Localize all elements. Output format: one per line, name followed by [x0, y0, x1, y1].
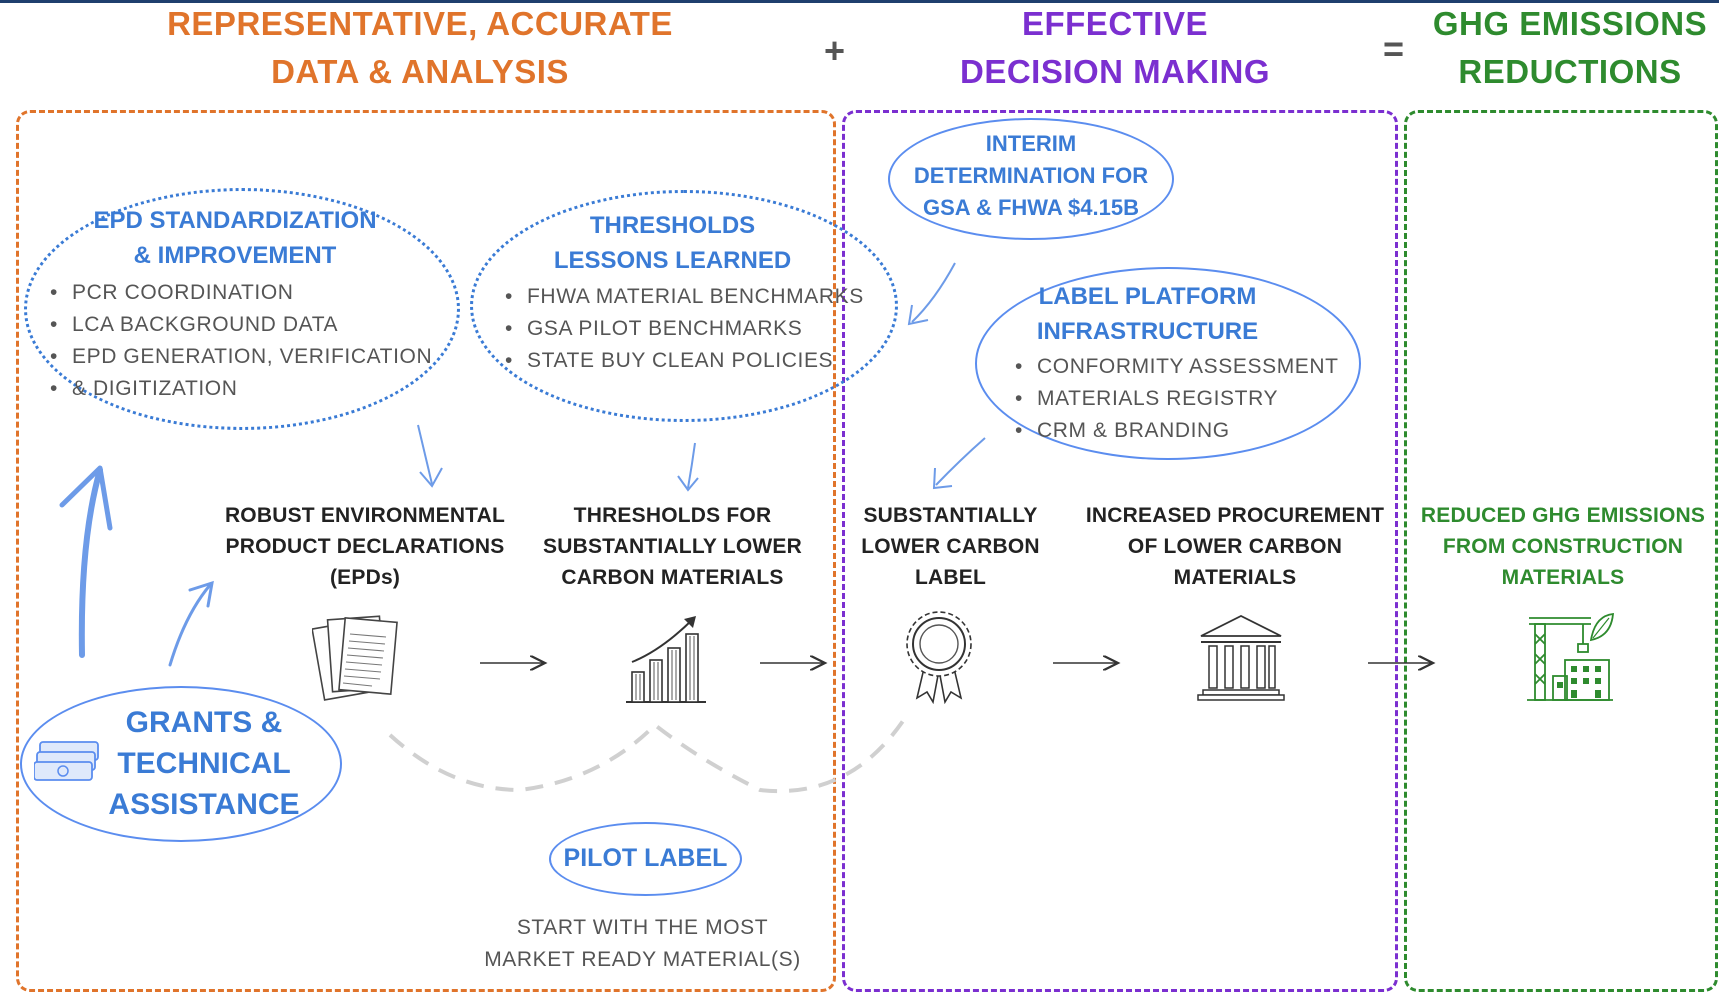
list-item: FHWA MATERIAL BENCHMARKS	[505, 281, 864, 313]
list-item: PCR COORDINATION	[50, 277, 432, 309]
stage-procurement-line3: MATERIALS	[1173, 566, 1297, 589]
grants-bubble	[20, 686, 342, 842]
government-building-icon	[1195, 612, 1287, 707]
stage-epds-label: ROBUST ENVIRONMENTAL PRODUCT DECLARATION…	[205, 500, 525, 593]
data-analysis-panel	[16, 110, 836, 992]
list-item: MATERIALS REGISTRY	[1015, 383, 1339, 415]
header-decision-line1: EFFECTIVE	[1021, 5, 1209, 42]
stage-epds-line1: ROBUST ENVIRONMENTAL	[224, 504, 506, 527]
pilot-note: START WITH THE MOST MARKET READY MATERIA…	[470, 912, 815, 976]
epd-title-line1: EPD STANDARDIZATION	[93, 207, 377, 234]
list-item: LCA BACKGROUND DATA	[50, 309, 432, 341]
header-decision-making: EFFECTIVE DECISION MAKING	[900, 0, 1330, 96]
interim-line1: INTERIM	[985, 131, 1077, 156]
interim-line3: GSA & FHWA $4.15B	[923, 195, 1139, 220]
grants-line2: TECHNICAL	[117, 747, 291, 780]
header-ghg-reductions: GHG EMISSIONS REDUCTIONS	[1420, 0, 1719, 96]
ghg-reductions-panel	[1404, 110, 1718, 992]
label-platform-bubble	[975, 267, 1361, 460]
stage-thresholds-line2: SUBSTANTIALLY LOWER	[543, 535, 802, 558]
interim-line2: DETERMINATION FOR	[913, 163, 1149, 188]
list-item: GSA PILOT BENCHMARKS	[505, 313, 864, 345]
top-border	[0, 0, 1719, 3]
label-platform-list: CONFORMITY ASSESSMENT MATERIALS REGISTRY…	[1015, 351, 1339, 447]
interim-determination-bubble	[888, 118, 1174, 240]
grants-line1: GRANTS &	[125, 706, 283, 739]
equals-sign: =	[1383, 28, 1405, 69]
stage-procurement-line2: OF LOWER CARBON	[1127, 535, 1343, 558]
list-item: CONFORMITY ASSESSMENT	[1015, 351, 1339, 383]
stage-procurement-label: INCREASED PROCUREMENT OF LOWER CARBON MA…	[1075, 500, 1395, 593]
stage-epds-line2: PRODUCT DECLARATIONS	[225, 535, 505, 558]
thresholds-title-line1: THRESHOLDS	[589, 212, 756, 239]
award-badge-icon	[903, 608, 975, 709]
label-platform-title-line1: LABEL PLATFORM	[1038, 283, 1257, 310]
stage-label-line2: LOWER CARBON	[861, 535, 1040, 558]
stage-label-line3: LABEL	[915, 566, 986, 589]
thresholds-lessons-bubble	[470, 190, 898, 422]
header-data-line1: REPRESENTATIVE, ACCURATE	[167, 5, 673, 42]
thresholds-title-line2: LESSONS LEARNED	[553, 247, 792, 274]
pilot-label-bubble	[549, 822, 742, 896]
stage-label-line1: SUBSTANTIALLY	[863, 504, 1038, 527]
list-item: EPD GENERATION, VERIFICATION	[50, 341, 432, 373]
list-item-continuation: & DIGITIZATION	[50, 373, 432, 405]
stage-thresholds-line3: CARBON MATERIALS	[561, 566, 784, 589]
stage-reduced-label: REDUCED GHG EMISSIONS FROM CONSTRUCTION …	[1410, 500, 1716, 593]
pilot-label-text: PILOT LABEL	[563, 844, 728, 872]
documents-icon	[311, 610, 404, 713]
stage-reduced-line3: MATERIALS	[1501, 566, 1625, 589]
label-platform-to-label-arrow	[935, 437, 986, 486]
stage-thresholds-label: THRESHOLDS FOR SUBSTANTIALLY LOWER CARBO…	[525, 500, 820, 593]
bar-chart-icon	[622, 610, 710, 710]
decision-making-panel	[842, 110, 1398, 992]
label-platform-title: LABEL PLATFORM INFRASTRUCTURE	[1015, 279, 1280, 349]
stage-label-label: SUBSTANTIALLY LOWER CARBON LABEL	[848, 500, 1053, 593]
header-ghg-line2: REDUCTIONS	[1458, 53, 1682, 90]
stage-reduced-line1: REDUCED GHG EMISSIONS	[1420, 504, 1706, 527]
grants-big-up-arrow	[78, 467, 103, 658]
note-line1: START WITH THE MOST	[516, 916, 769, 939]
thresholds-bubble-title: THRESHOLDS LESSONS LEARNED	[520, 208, 825, 278]
interim-to-thresholds-arrow	[911, 262, 956, 323]
construction-crane-icon	[1525, 610, 1615, 709]
epd-bubble-title: EPD STANDARDIZATION & IMPROVEMENT	[70, 203, 400, 273]
grants-small-up-arrow	[168, 583, 212, 667]
money-icon	[33, 738, 106, 789]
stage-reduced-line2: FROM CONSTRUCTION	[1442, 535, 1684, 558]
epd-to-stage-arrow	[417, 424, 433, 485]
stage-thresholds-line1: THRESHOLDS FOR	[573, 504, 772, 527]
label-platform-title-line2: INFRASTRUCTURE	[1036, 318, 1259, 345]
thresholds-bubble-list: FHWA MATERIAL BENCHMARKS GSA PILOT BENCH…	[505, 281, 864, 377]
epd-bubble-list: PCR COORDINATION LCA BACKGROUND DATA EPD…	[50, 277, 432, 405]
header-ghg-line1: GHG EMISSIONS	[1432, 5, 1708, 42]
header-decision-line2: DECISION MAKING	[959, 53, 1270, 90]
epd-standardization-bubble	[24, 188, 460, 430]
list-item: CRM & BRANDING	[1015, 415, 1339, 447]
thresholds-to-stage-arrow	[687, 442, 696, 489]
stage-epds-line3: (EPDs)	[329, 566, 401, 589]
header-data-line2: DATA & ANALYSIS	[271, 53, 569, 90]
epd-title-line2: & IMPROVEMENT	[133, 242, 337, 269]
grants-line3: ASSISTANCE	[108, 788, 300, 821]
plus-sign: +	[824, 30, 846, 71]
stage-procurement-line1: INCREASED PROCUREMENT	[1085, 504, 1385, 527]
note-line2: MARKET READY MATERIAL(S)	[484, 948, 801, 971]
grants-bubble-text: GRANTS & TECHNICAL ASSISTANCE	[100, 702, 308, 825]
pilot-dashed-arc	[388, 716, 907, 793]
header-data-analysis: REPRESENTATIVE, ACCURATE DATA & ANALYSIS	[110, 0, 730, 96]
list-item: STATE BUY CLEAN POLICIES	[505, 345, 864, 377]
interim-bubble-text: INTERIM DETERMINATION FOR GSA & FHWA $4.…	[888, 128, 1174, 224]
